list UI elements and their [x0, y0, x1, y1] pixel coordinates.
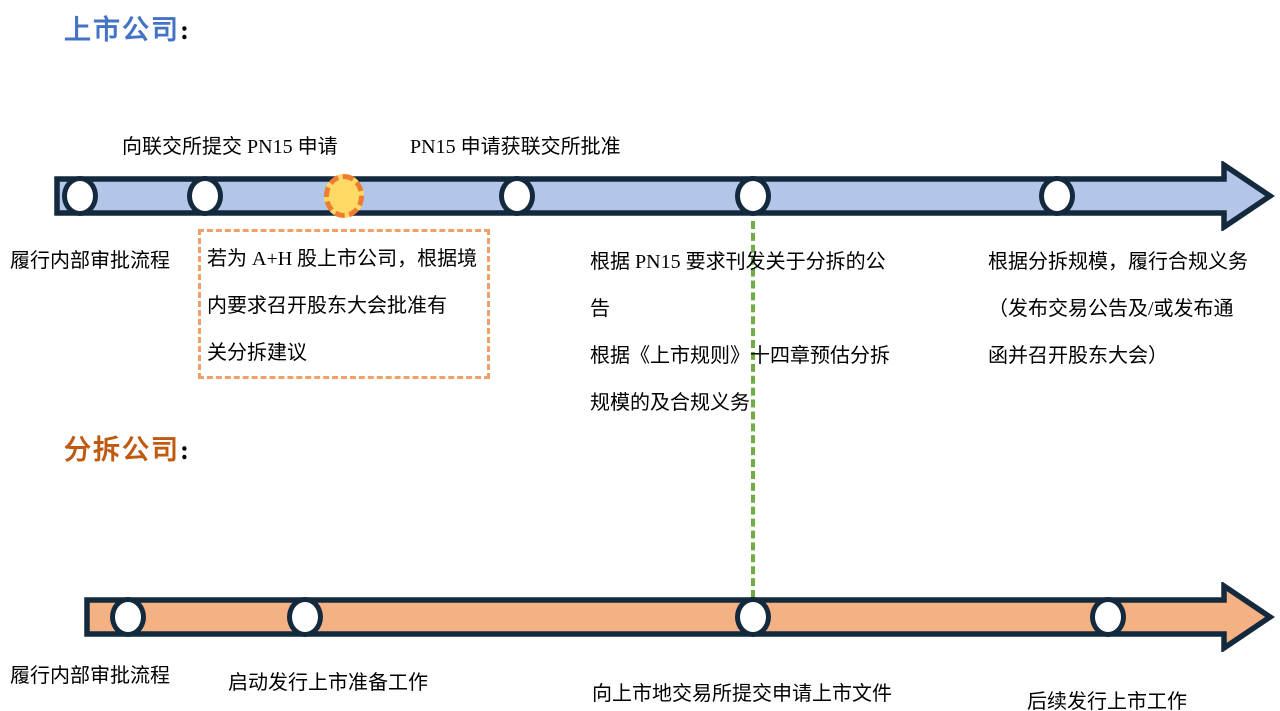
listed-company-title: 上市公司: [64, 8, 191, 47]
announcement-note-line-4: 规模的及合规义务 [590, 392, 750, 414]
listed-timeline-arrow [54, 161, 1275, 231]
listed-node-submit-pn15 [187, 176, 223, 216]
spinoff-node-preparation [287, 597, 323, 637]
compliance-note-line-3: 函并召开股东大会） [988, 345, 1168, 367]
label-listed-internal-approval: 履行内部审批流程 [10, 250, 170, 272]
announcement-note-line-3: 根据《上市规则》十四章预估分拆 [590, 345, 890, 367]
label-spinoff-filing: 向上市地交易所提交申请上市文件 [592, 683, 892, 705]
label-spinoff-internal-approval: 履行内部审批流程 [10, 665, 170, 687]
timeline-connector-line [751, 221, 755, 598]
label-spinoff-preparation: 启动发行上市准备工作 [228, 672, 428, 694]
announcement-note-line-2: 告 [590, 298, 610, 320]
announcement-note: 根据 PN15 要求刊发关于分拆的公 告 根据《上市规则》十四章预估分拆 规模的… [590, 239, 890, 427]
conditional-note-line-3: 关分拆建议 [207, 342, 307, 364]
spinoff-timeline-arrow [84, 582, 1275, 652]
spinoff-node-filing [735, 597, 771, 637]
listed-node-pn15-approved [499, 176, 535, 216]
announcement-note-line-1: 根据 PN15 要求刊发关于分拆的公 [590, 251, 886, 273]
listed-node-internal-approval [62, 176, 98, 216]
spinoff-node-followup [1090, 597, 1126, 637]
listed-node-announcement [735, 176, 771, 216]
conditional-note-line-1: 若为 A+H 股上市公司，根据境 [207, 248, 478, 270]
compliance-note-line-2: （发布交易公告及/或发布通 [988, 298, 1234, 320]
spinoff-timeline-band [84, 582, 1275, 652]
conditional-note-box: 若为 A+H 股上市公司，根据境 内要求召开股东大会批准有 关分拆建议 [198, 229, 490, 379]
label-submit-pn15: 向联交所提交 PN15 申请 [122, 136, 338, 158]
spinoff-company-title-text: 分拆公司 [64, 435, 180, 465]
listed-node-aplus-h-highlight [324, 174, 364, 218]
spinoff-company-title: 分拆公司: [64, 428, 191, 467]
spinoff-node-internal-approval [110, 597, 146, 637]
listed-node-compliance [1039, 176, 1075, 216]
listed-timeline-band [54, 161, 1275, 231]
spinoff-company-title-colon: : [180, 435, 191, 465]
listed-company-title-colon: : [180, 15, 191, 45]
listed-company-title-text: 上市公司 [64, 15, 180, 45]
label-pn15-approved: PN15 申请获联交所批准 [410, 136, 621, 158]
conditional-note-line-2: 内要求召开股东大会批准有 [207, 295, 447, 317]
compliance-note: 根据分拆规模，履行合规义务 （发布交易公告及/或发布通 函并召开股东大会） [988, 239, 1248, 380]
compliance-note-line-1: 根据分拆规模，履行合规义务 [988, 251, 1248, 273]
label-spinoff-followup: 后续发行上市工作 [1027, 691, 1187, 711]
